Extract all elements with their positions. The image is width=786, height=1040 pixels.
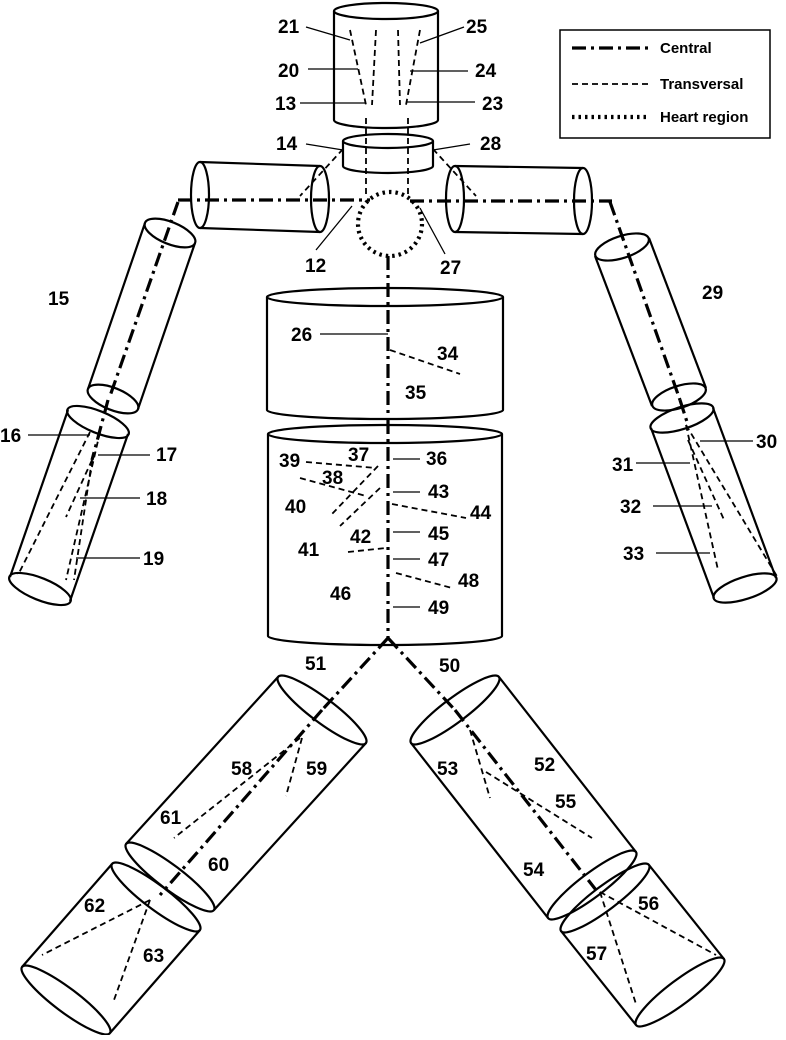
right-upper-arm-segment <box>189 160 331 234</box>
lower-torso-segment <box>266 423 504 647</box>
label-33: 33 <box>623 544 644 565</box>
label-51: 51 <box>305 654 327 675</box>
label-30: 30 <box>756 432 777 453</box>
label-43: 43 <box>428 482 449 503</box>
label-44: 44 <box>470 503 492 524</box>
head-segment <box>332 1 440 130</box>
label-20: 20 <box>278 61 299 82</box>
label-25: 25 <box>466 17 488 38</box>
heart-region <box>355 189 425 259</box>
label-50: 50 <box>439 656 460 677</box>
label-55: 55 <box>555 792 577 813</box>
legend-heart-label: Heart region <box>660 109 748 126</box>
label-31: 31 <box>612 455 634 476</box>
label-57: 57 <box>586 944 607 965</box>
label-41: 41 <box>298 540 320 561</box>
label-42: 42 <box>350 527 371 548</box>
right-forearm-segment <box>86 217 197 415</box>
leader-lines <box>28 26 753 608</box>
label-12: 12 <box>305 256 326 277</box>
left-shank-segment <box>559 862 726 1028</box>
legend: Central Transversal Heart region <box>559 29 771 139</box>
label-18: 18 <box>146 489 167 510</box>
label-46: 46 <box>330 584 351 605</box>
label-45: 45 <box>428 524 450 545</box>
label-15: 15 <box>48 289 70 310</box>
legend-central-label: Central <box>660 40 712 57</box>
neck-segment <box>341 118 435 196</box>
label-54: 54 <box>523 860 545 881</box>
label-47: 47 <box>428 550 449 571</box>
label-63: 63 <box>143 946 164 967</box>
label-17: 17 <box>156 445 177 466</box>
label-49: 49 <box>428 598 449 619</box>
label-48: 48 <box>458 571 479 592</box>
right-shank-segment <box>20 861 202 1036</box>
label-28: 28 <box>480 134 501 155</box>
label-34: 34 <box>437 344 459 365</box>
label-61: 61 <box>160 808 182 829</box>
label-16: 16 <box>0 426 21 447</box>
label-29: 29 <box>702 283 723 304</box>
label-58: 58 <box>231 759 252 780</box>
segment-labels: 21 20 13 25 24 23 14 28 12 27 15 29 26 3… <box>0 17 777 967</box>
label-27: 27 <box>440 258 461 279</box>
label-38: 38 <box>322 468 343 489</box>
label-56: 56 <box>638 894 659 915</box>
label-62: 62 <box>84 896 105 917</box>
left-hand-segment <box>649 402 778 604</box>
label-59: 59 <box>306 759 327 780</box>
label-23: 23 <box>482 94 503 115</box>
upper-torso-segment <box>265 286 505 421</box>
label-35: 35 <box>405 383 427 404</box>
label-40: 40 <box>285 497 306 518</box>
label-26: 26 <box>291 325 312 346</box>
label-14: 14 <box>276 134 298 155</box>
label-37: 37 <box>348 445 369 466</box>
label-52: 52 <box>534 755 555 776</box>
label-53: 53 <box>437 759 458 780</box>
label-21: 21 <box>278 17 300 38</box>
label-36: 36 <box>426 449 447 470</box>
label-32: 32 <box>620 497 641 518</box>
label-60: 60 <box>208 855 229 876</box>
label-39: 39 <box>279 451 300 472</box>
right-hand-segment <box>8 404 130 607</box>
label-19: 19 <box>143 549 164 570</box>
legend-transversal-label: Transversal <box>660 76 743 93</box>
label-13: 13 <box>275 94 296 115</box>
label-24: 24 <box>475 61 497 82</box>
left-forearm-segment <box>593 232 708 412</box>
